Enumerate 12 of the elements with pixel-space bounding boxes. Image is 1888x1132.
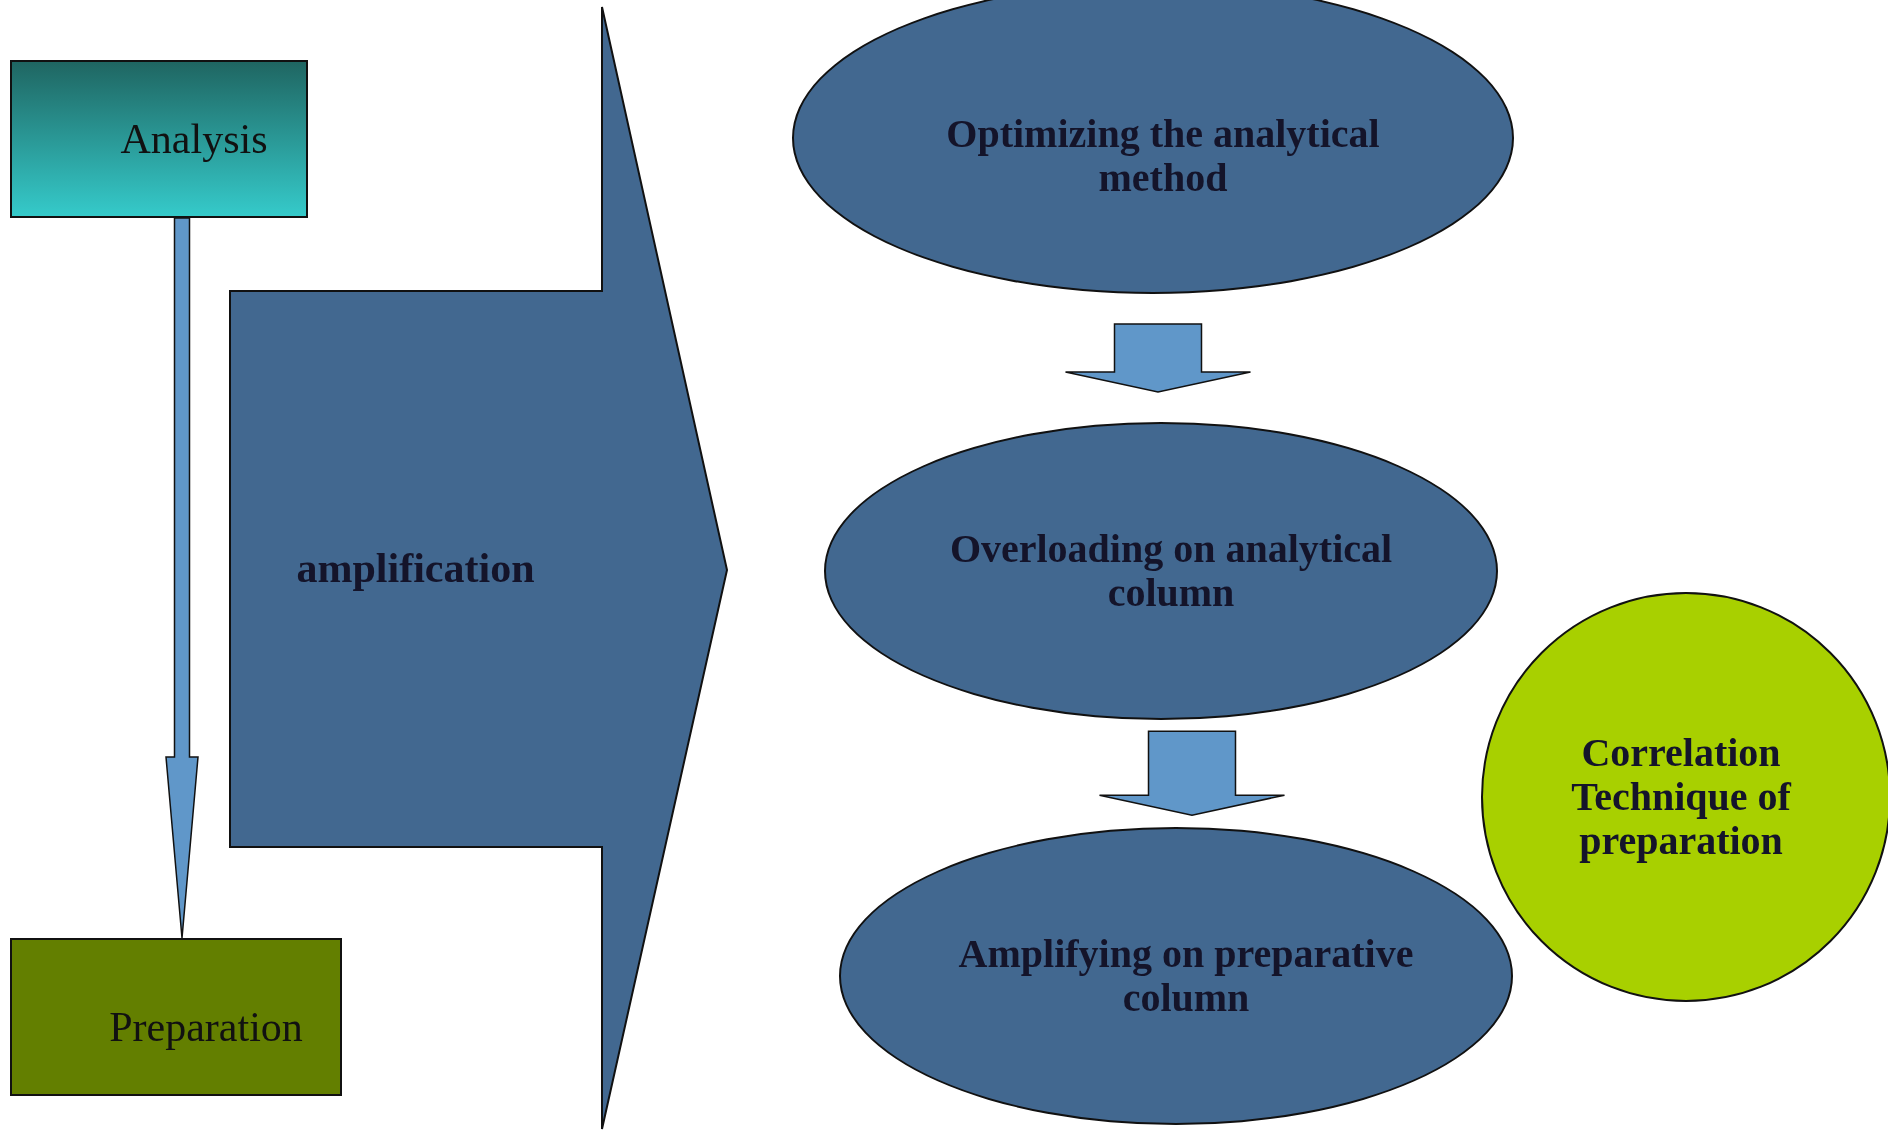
block-arrow bbox=[1098, 730, 1286, 816]
node-label: Analysis bbox=[120, 115, 268, 163]
node-label: Correlation Technique of preparation bbox=[1570, 731, 1793, 863]
process-box bbox=[10, 60, 308, 218]
process-box bbox=[10, 938, 342, 1096]
node-label: Optimizing the analytical method bbox=[945, 112, 1381, 200]
node-label: Overloading on analytical column bbox=[948, 527, 1394, 615]
node-label: Amplifying on preparative column bbox=[957, 932, 1415, 1020]
block-arrow bbox=[1064, 323, 1252, 393]
block-arrow bbox=[165, 217, 199, 939]
node-label: amplification bbox=[295, 544, 536, 592]
node-label: Preparation bbox=[109, 1003, 303, 1051]
